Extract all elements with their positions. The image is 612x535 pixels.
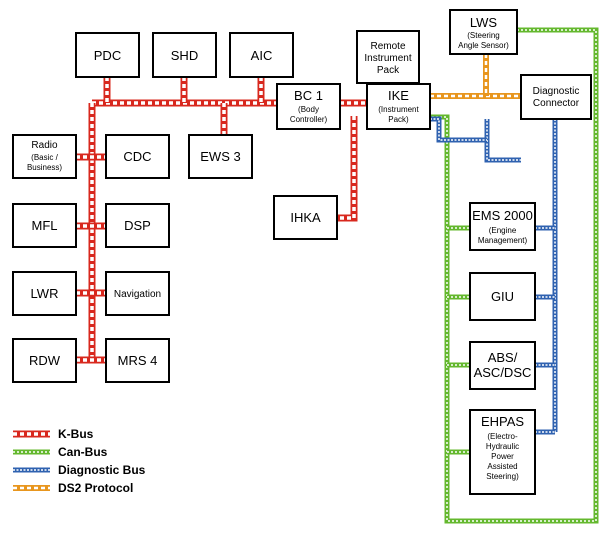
module-radio-title: Radio xyxy=(31,140,58,151)
ems-line2: Management) xyxy=(478,236,528,245)
module-lwr-title: LWR xyxy=(31,286,59,301)
module-ihka-title: IHKA xyxy=(290,210,321,225)
module-radio: Radio (Basic / Business) xyxy=(12,134,77,179)
radio-line1: (Basic / xyxy=(31,153,58,162)
legend-diag-label: Diagnostic Bus xyxy=(58,463,146,477)
legend-kbus-label: K-Bus xyxy=(58,427,94,441)
bc1-line2: Controller) xyxy=(290,115,328,124)
legend: K-Bus Can-Bus Diagnostic Bus DS2 Protoco… xyxy=(13,427,146,495)
diagconn-line2: Connector xyxy=(533,98,580,109)
diag-ike xyxy=(430,116,487,143)
remote-line2: Instrument xyxy=(364,53,411,64)
module-giu-title: GIU xyxy=(491,289,514,304)
module-diagnostic-connector: Diagnostic Connector xyxy=(520,74,592,120)
module-shd: SHD xyxy=(152,32,217,78)
ehpas-line1: (Electro- xyxy=(487,432,518,441)
module-shd-title: SHD xyxy=(171,48,198,63)
module-cdc: CDC xyxy=(105,134,170,179)
module-ews3: EWS 3 xyxy=(188,134,253,179)
module-dsp-title: DSP xyxy=(124,218,151,233)
module-dsp: DSP xyxy=(105,203,170,248)
module-rdw: RDW xyxy=(12,338,77,383)
legend-ds2-label: DS2 Protocol xyxy=(58,481,133,495)
module-remote-instrument-pack: Remote Instrument Pack xyxy=(356,30,420,84)
module-aic: AIC xyxy=(229,32,294,78)
module-ihka: IHKA xyxy=(273,195,338,240)
ike-line2: Pack) xyxy=(388,115,409,124)
remote-line1: Remote xyxy=(370,41,405,52)
module-navigation-title: Navigation xyxy=(114,289,161,300)
module-mfl: MFL xyxy=(12,203,77,248)
bus-lines xyxy=(76,27,599,524)
module-bc1-title: BC 1 xyxy=(294,88,323,103)
legend-canbus-label: Can-Bus xyxy=(58,445,108,459)
radio-line2: Business) xyxy=(27,163,62,172)
module-rdw-title: RDW xyxy=(29,353,61,368)
ems-line1: (Engine xyxy=(489,226,517,235)
diagconn-line1: Diagnostic xyxy=(533,86,580,97)
lws-line2: Angle Sensor) xyxy=(458,41,509,50)
module-pdc: PDC xyxy=(75,32,140,78)
module-ews3-title: EWS 3 xyxy=(200,149,240,164)
module-mrs4-title: MRS 4 xyxy=(118,353,158,368)
module-ike-title: IKE xyxy=(388,88,409,103)
lws-line1: (Steering xyxy=(467,31,499,40)
module-ems-title: EMS 2000 xyxy=(472,208,533,223)
module-ehpas: EHPAS (Electro- Hydraulic Power Assisted… xyxy=(469,409,536,495)
module-giu: GIU xyxy=(469,272,536,321)
ike-line1: (Instrument xyxy=(378,105,419,114)
module-lws-title: LWS xyxy=(470,15,498,30)
module-bc1: BC 1 (Body Controller) xyxy=(276,83,341,130)
canbus-loop xyxy=(430,27,599,524)
module-cdc-title: CDC xyxy=(123,149,151,164)
ehpas-line4: Assisted xyxy=(487,462,517,471)
module-aic-title: AIC xyxy=(251,48,273,63)
kbus-ihka xyxy=(337,116,358,222)
bc1-line1: (Body xyxy=(298,105,319,114)
module-mrs4: MRS 4 xyxy=(105,338,170,383)
remote-line3: Pack xyxy=(377,65,400,76)
module-lws: LWS (Steering Angle Sensor) xyxy=(449,9,518,55)
module-navigation: Navigation xyxy=(105,271,170,316)
ehpas-line3: Power xyxy=(491,452,514,461)
module-lwr: LWR xyxy=(12,271,77,316)
module-abs-asc-dsc: ABS/ ASC/DSC xyxy=(469,341,536,390)
abs-line1: ABS/ xyxy=(488,350,518,365)
module-mfl-title: MFL xyxy=(32,218,58,233)
ehpas-line5: Steering) xyxy=(486,472,519,481)
diag-top xyxy=(484,119,521,163)
legend-swatches xyxy=(13,430,50,491)
module-pdc-title: PDC xyxy=(94,48,121,63)
abs-line2: ASC/DSC xyxy=(474,365,532,380)
ehpas-line2: Hydraulic xyxy=(486,442,519,451)
module-ehpas-title: EHPAS xyxy=(481,414,524,429)
module-ike: IKE (Instrument Pack) xyxy=(366,83,431,130)
module-ems2000: EMS 2000 (Engine Management) xyxy=(469,202,536,251)
